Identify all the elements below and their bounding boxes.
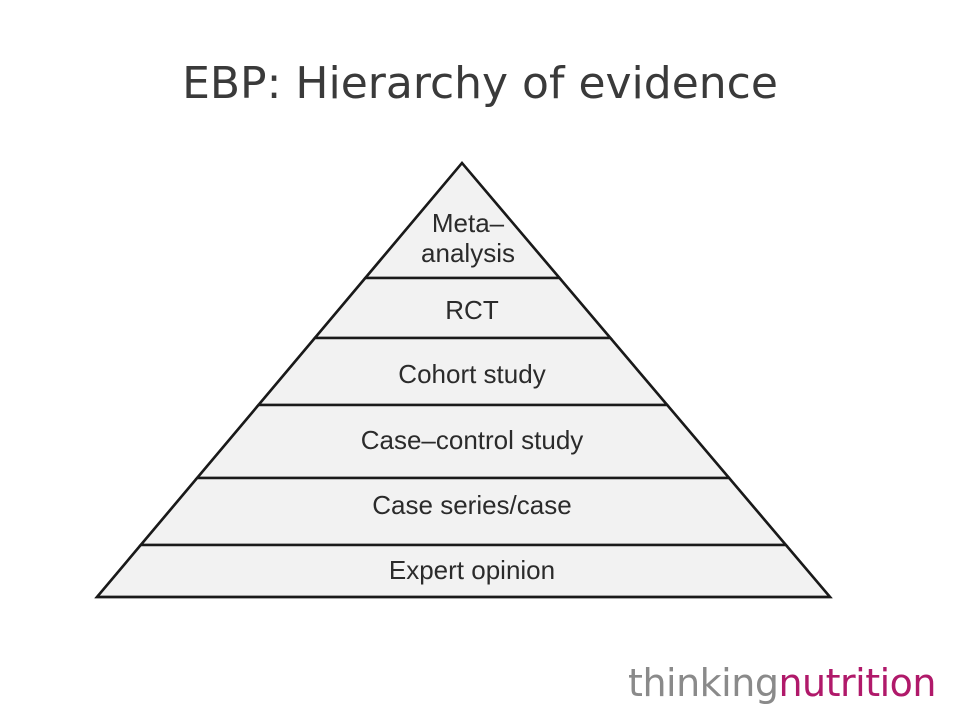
pyramid-tier-label: Case–control study xyxy=(361,425,584,455)
pyramid-tier-label: Case series/case xyxy=(372,490,571,520)
pyramid-outline xyxy=(94,161,833,599)
pyramid-tier-label: Meta–analysis xyxy=(421,208,515,268)
pyramid-tier-label: RCT xyxy=(445,295,499,325)
pyramid-tier-label: Expert opinion xyxy=(389,555,555,585)
pyramid-tier-label-line: Meta– xyxy=(432,208,505,238)
slide-title: EBP: Hierarchy of evidence xyxy=(182,58,778,109)
logo-text-thinking: thinking xyxy=(628,661,779,705)
pyramid-tier-label-line: analysis xyxy=(421,238,515,268)
pyramid-tier-label: Cohort study xyxy=(398,359,545,389)
logo-text-nutrition: nutrition xyxy=(778,661,936,705)
thinkingnutrition-logo: thinkingnutrition xyxy=(628,664,936,702)
